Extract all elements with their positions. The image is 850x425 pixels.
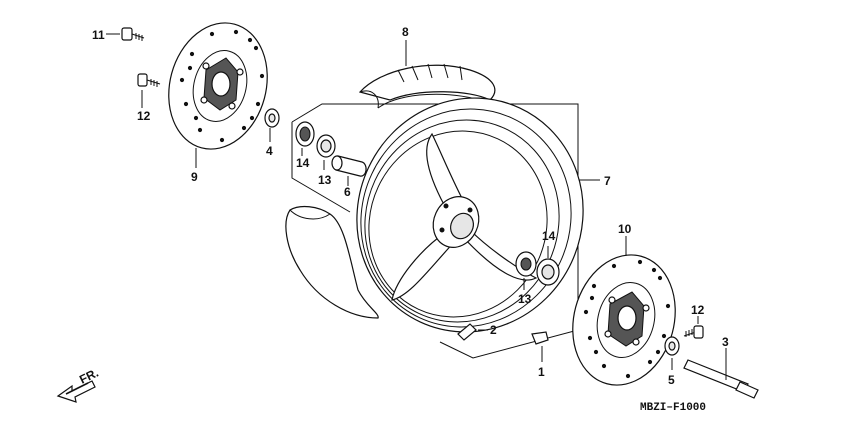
direction-arrow: FR. xyxy=(56,366,101,403)
callout-2: 2 xyxy=(490,323,497,337)
valve-2 xyxy=(457,323,488,341)
brake-disc-left xyxy=(168,22,268,168)
collar-4 xyxy=(264,108,280,142)
bolt-12-right xyxy=(683,316,704,339)
callout-13-left: 13 xyxy=(318,173,332,187)
clip-1 xyxy=(531,331,549,362)
callout-10: 10 xyxy=(618,222,632,236)
axle-3 xyxy=(683,348,759,399)
collar-5 xyxy=(664,336,680,370)
bearing-14-right xyxy=(536,246,560,286)
callout-1: 1 xyxy=(538,365,545,379)
seal-13-left xyxy=(316,134,336,170)
callout-12-left: 12 xyxy=(137,109,151,123)
callout-9: 9 xyxy=(191,170,198,184)
callout-14-left: 14 xyxy=(296,156,310,170)
seal-13-right xyxy=(515,251,537,290)
callout-13-right: 13 xyxy=(518,292,532,306)
bearing-14-left xyxy=(295,121,315,156)
bolt-12-left xyxy=(137,73,161,108)
spacer-6 xyxy=(331,155,367,186)
tire-section-top xyxy=(358,40,496,109)
callouts: 11 12 9 4 14 13 6 8 7 14 13 2 1 10 12 3 … xyxy=(92,25,729,387)
callout-4: 4 xyxy=(266,144,273,158)
callout-6: 6 xyxy=(344,185,351,199)
bolt-11 xyxy=(106,27,145,41)
callout-11: 11 xyxy=(92,28,105,42)
direction-label: FR. xyxy=(77,366,101,387)
diagram-code: MBZI–F1000 xyxy=(640,402,706,414)
brake-disc-right xyxy=(572,236,676,386)
callout-7: 7 xyxy=(604,174,611,188)
callout-12-right: 12 xyxy=(691,303,705,317)
callout-3: 3 xyxy=(722,335,729,349)
tire-section-bottom xyxy=(285,205,379,319)
callout-14-right: 14 xyxy=(542,229,556,243)
callout-5: 5 xyxy=(668,373,675,387)
callout-8: 8 xyxy=(402,25,409,39)
